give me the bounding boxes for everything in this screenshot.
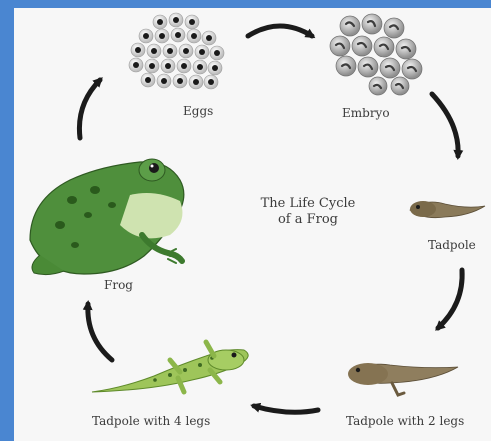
- arrow-eggs-to-embryo: [248, 26, 312, 36]
- label-tadpole-with-4-legs: Tadpole with 4 legs: [92, 414, 210, 428]
- arrow-embryo-to-tadpole: [432, 94, 458, 156]
- diagram-title-line-2: of a Frog: [248, 212, 368, 228]
- diagram-title: The Life Cycle of a Frog: [248, 196, 368, 228]
- diagram-title-line-1: The Life Cycle: [248, 196, 368, 212]
- label-tadpole: Tadpole: [428, 238, 476, 252]
- label-eggs: Eggs: [183, 104, 213, 118]
- tadpole-with-4-legs-illustration: [92, 342, 248, 392]
- label-tadpole-with-2-legs: Tadpole with 2 legs: [346, 414, 464, 428]
- tadpole-with-2-legs-illustration: [348, 363, 458, 395]
- arrow-frog-to-eggs: [79, 80, 100, 138]
- tadpole-illustration: [410, 201, 485, 218]
- label-embryo: Embryo: [342, 106, 390, 120]
- eggs-illustration: [129, 13, 224, 89]
- arrow-4-legs-to-frog: [88, 304, 112, 360]
- arrow-tadpole-to-2-legs: [438, 270, 462, 328]
- embryo-illustration: [330, 14, 422, 95]
- frog-illustration: [30, 159, 184, 275]
- label-frog: Frog: [104, 278, 133, 292]
- arrow-2-legs-to-4-legs: [254, 406, 318, 412]
